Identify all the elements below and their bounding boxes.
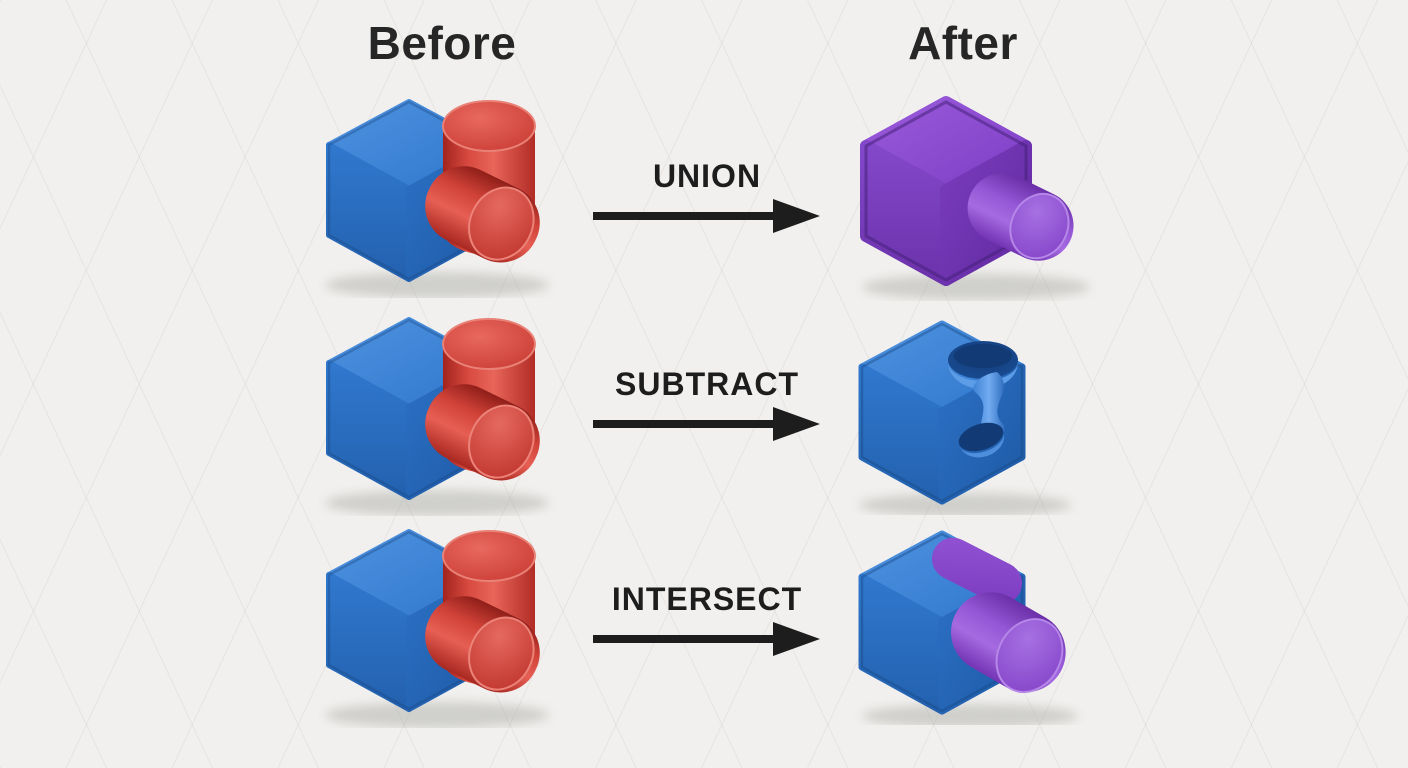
after-shape-union bbox=[846, 86, 1096, 301]
operation-subtract: SUBTRACT bbox=[589, 364, 825, 442]
before-shape-union bbox=[312, 88, 562, 298]
operation-union: UNION bbox=[589, 156, 825, 234]
right-arrow-icon bbox=[593, 622, 820, 656]
right-arrow-icon bbox=[593, 407, 820, 441]
after-shape-subtract bbox=[845, 310, 1095, 515]
operation-label-subtract: SUBTRACT bbox=[615, 366, 799, 402]
column-header-before: Before bbox=[367, 17, 517, 69]
right-arrow-icon bbox=[593, 199, 820, 233]
operation-label-intersect: INTERSECT bbox=[611, 581, 803, 617]
before-shape-intersect bbox=[312, 518, 562, 728]
operation-intersect: INTERSECT bbox=[589, 579, 825, 657]
column-header-after: After bbox=[908, 17, 1018, 69]
before-shape-subtract bbox=[312, 306, 562, 516]
after-shape-intersect bbox=[845, 520, 1095, 725]
operation-label-union: UNION bbox=[652, 158, 762, 194]
